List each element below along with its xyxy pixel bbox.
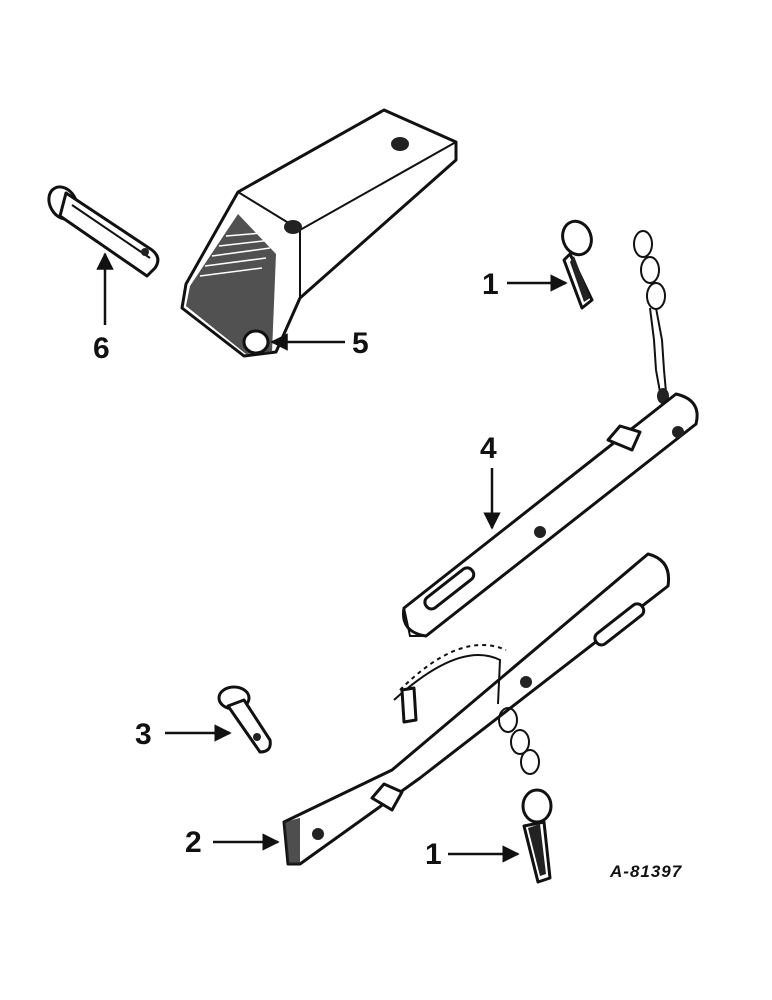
drawbar-lower-part2 (282, 552, 671, 866)
callout-2: 2 (185, 826, 202, 859)
lock-pin-lower-part1 (521, 788, 553, 884)
chain-upper (633, 230, 669, 404)
callout-1-lower: 1 (425, 838, 442, 871)
drawbar-upper-part4 (401, 392, 699, 638)
callout-3: 3 (135, 718, 152, 751)
figure-id: A-81397 (609, 862, 683, 881)
callout-4: 4 (480, 432, 497, 465)
leader-lines (96, 252, 568, 863)
clevis-pin-small-part3 (217, 685, 272, 754)
chain-lower (498, 707, 540, 775)
lock-pin-upper-part1 (561, 219, 594, 310)
clevis-pin-part6 (47, 185, 160, 278)
callout-6: 6 (93, 332, 110, 365)
callout-1-upper: 1 (482, 268, 499, 301)
hitch-clevis-part5 (180, 108, 458, 358)
callout-5: 5 (352, 327, 369, 360)
callout-labels: 6 5 1 4 3 2 1 (93, 268, 499, 871)
